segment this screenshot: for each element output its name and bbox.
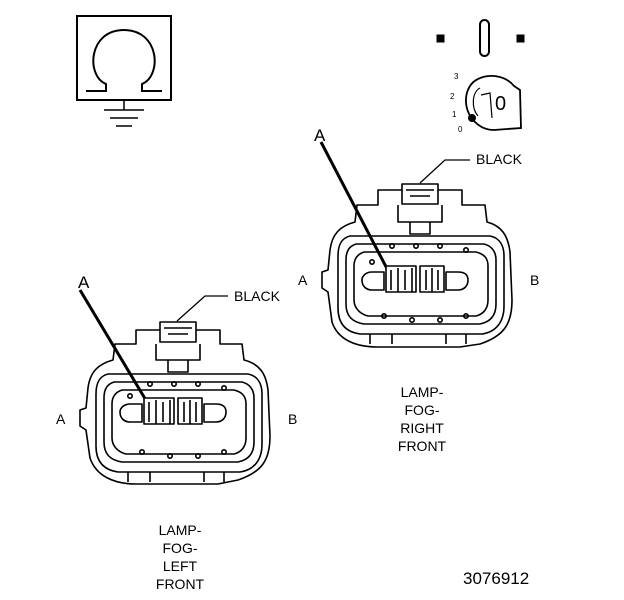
right-caption-line-2: FOG-	[404, 402, 440, 418]
ignition-switch	[436, 19, 525, 131]
switch-position-3: 3	[454, 72, 459, 81]
left-connector	[79, 321, 271, 485]
left-caption-line-4: FRONT	[155, 576, 205, 592]
right-pin-a-label: A	[314, 126, 326, 145]
switch-dot-right-icon	[516, 34, 525, 43]
left-side-b-label: B	[288, 411, 298, 427]
right-caption-line-4: FRONT	[397, 438, 447, 454]
left-caption-line-2: FOG-	[162, 540, 198, 556]
switch-position-2: 2	[450, 92, 455, 101]
ohmmeter-symbol	[76, 15, 172, 127]
right-connector	[321, 183, 513, 348]
right-caption-line-1: LAMP-	[400, 384, 444, 400]
switch-dot-left-icon	[436, 34, 445, 43]
switch-position-1: 1	[452, 110, 457, 119]
right-side-a-label: A	[298, 272, 308, 288]
figure-number: 3076912	[463, 569, 530, 588]
switch-position-0: 0	[458, 125, 463, 134]
right-side-b-label: B	[530, 272, 540, 288]
left-caption-line-1: LAMP-	[158, 522, 202, 538]
right-pin-a-pointer-line	[319, 141, 397, 285]
key-slot-icon	[479, 19, 490, 57]
right-black-leader	[419, 159, 470, 184]
left-black-leader	[176, 295, 228, 322]
right-connector-caption: LAMP- FOG- RIGHT FRONT	[380, 383, 464, 455]
right-color-label: BLACK	[476, 151, 522, 167]
key-label: 0	[495, 93, 507, 115]
left-side-a-label: A	[56, 411, 66, 427]
left-caption-line-3: LEFT	[162, 558, 198, 574]
left-connector-caption: LAMP- FOG- LEFT FRONT	[138, 521, 222, 593]
left-pin-a-pointer-line	[78, 289, 155, 413]
omega-icon	[86, 28, 162, 92]
ignition-key-icon	[465, 75, 522, 131]
right-caption-line-3: RIGHT	[400, 420, 444, 436]
left-color-label: BLACK	[234, 288, 280, 304]
ohmmeter-box	[76, 15, 172, 101]
key-position-dot	[468, 114, 476, 122]
left-pin-a-label: A	[78, 273, 90, 292]
